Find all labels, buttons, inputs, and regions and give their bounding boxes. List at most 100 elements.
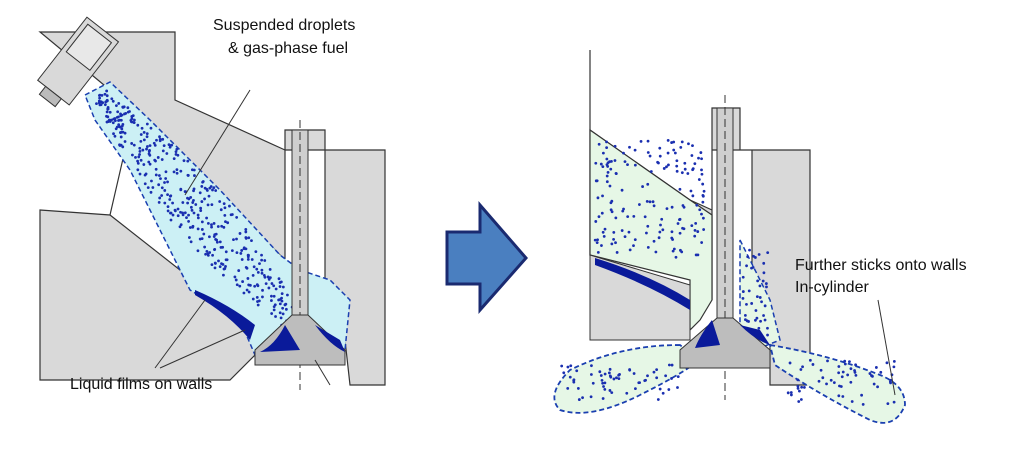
droplet-dot [263, 275, 267, 279]
droplet-dot [683, 161, 687, 165]
droplet-dot [681, 204, 685, 207]
droplet-dot [179, 169, 183, 173]
droplet-dot [662, 167, 666, 170]
droplet-dot [131, 153, 134, 157]
droplet-dot [693, 234, 697, 238]
droplet-dot [626, 215, 630, 219]
droplet-dot [164, 170, 168, 174]
droplet-dot [240, 258, 244, 261]
droplet-dot [652, 204, 656, 208]
droplet-dot [622, 207, 625, 211]
droplet-dot [672, 247, 676, 251]
droplet-dot [208, 251, 212, 254]
droplet-dot [656, 398, 660, 401]
droplet-dot [695, 203, 699, 207]
droplet-dot [208, 186, 212, 190]
droplet-dot [119, 135, 123, 139]
lower-port-wall-right [589, 254, 691, 341]
droplet-dot [796, 384, 800, 388]
droplet-dot [263, 259, 267, 262]
droplet-dot [591, 381, 595, 385]
droplet-dot [826, 359, 829, 363]
droplet-dot [817, 379, 821, 383]
droplet-dot [246, 277, 250, 280]
droplet-dot [136, 162, 140, 165]
droplet-dot [136, 123, 140, 127]
droplet-dot [277, 298, 281, 302]
droplet-dot [156, 156, 160, 159]
droplet-dot [101, 101, 105, 105]
droplet-dot [765, 285, 768, 289]
droplet-dot [268, 268, 272, 271]
droplet-dot [117, 123, 121, 127]
droplet-dot [639, 139, 643, 143]
droplet-dot [693, 228, 697, 232]
droplet-dot [138, 149, 142, 153]
droplet-dot [603, 372, 607, 376]
droplet-dot [666, 138, 670, 142]
droplet-dot [239, 252, 243, 255]
droplet-dot [189, 240, 193, 244]
droplet-dot [837, 394, 841, 398]
droplet-dot [874, 366, 878, 369]
droplet-dot [892, 365, 896, 369]
droplet-dot [181, 201, 185, 204]
droplet-dot [747, 320, 750, 323]
droplet-dot [608, 184, 612, 188]
droplet-dot [566, 386, 570, 390]
droplet-dot [572, 380, 576, 384]
droplet-dot [700, 212, 703, 216]
droplet-dot [746, 255, 750, 259]
droplet-dot [278, 302, 282, 306]
droplet-dot [761, 279, 765, 283]
droplet-dot [149, 126, 153, 130]
droplet-dot [837, 365, 841, 368]
droplet-dot [130, 120, 133, 124]
droplet-dot [589, 395, 593, 399]
droplet-dot [599, 162, 603, 166]
droplet-dot [146, 145, 149, 148]
droplet-dot [103, 92, 107, 96]
droplet-dot [702, 189, 706, 193]
droplet-dot [200, 200, 204, 203]
droplet-dot [222, 273, 225, 277]
droplet-dot [95, 102, 98, 106]
droplet-dot [166, 209, 170, 213]
droplet-dot [673, 151, 677, 155]
liquid-film-right [595, 258, 690, 310]
droplet-dot [256, 270, 260, 274]
droplet-dot [158, 196, 162, 200]
droplet-dot [602, 385, 605, 388]
droplet-dot [218, 240, 222, 244]
droplet-dot [213, 266, 217, 270]
droplet-dot [606, 170, 610, 174]
droplet-dot [191, 225, 195, 229]
droplet-dot [138, 146, 142, 150]
droplet-dot [205, 216, 208, 220]
droplet-dot [253, 284, 257, 288]
droplet-dot [605, 157, 609, 161]
droplet-dot [678, 187, 682, 191]
droplet-dot [885, 361, 889, 365]
droplet-dot [254, 250, 258, 253]
droplet-dot [138, 172, 142, 176]
droplet-dot [258, 262, 261, 265]
droplet-dot [568, 375, 572, 379]
droplet-dot [610, 159, 613, 163]
intake-valve-left [254, 120, 346, 390]
droplet-dot [166, 180, 169, 184]
droplet-dot [633, 238, 637, 242]
droplet-dot [600, 378, 604, 382]
droplet-dot [764, 282, 768, 285]
droplet-dot [652, 370, 656, 374]
droplet-dot [171, 201, 174, 205]
droplet-dot [120, 130, 123, 134]
droplet-dot [206, 203, 210, 207]
droplet-dot [646, 151, 650, 154]
droplet-dot [843, 359, 847, 363]
droplet-dot [755, 316, 759, 320]
droplet-dot [694, 221, 698, 225]
droplet-dot [661, 228, 665, 232]
droplet-dot [601, 230, 605, 234]
droplet-dot [757, 253, 761, 256]
